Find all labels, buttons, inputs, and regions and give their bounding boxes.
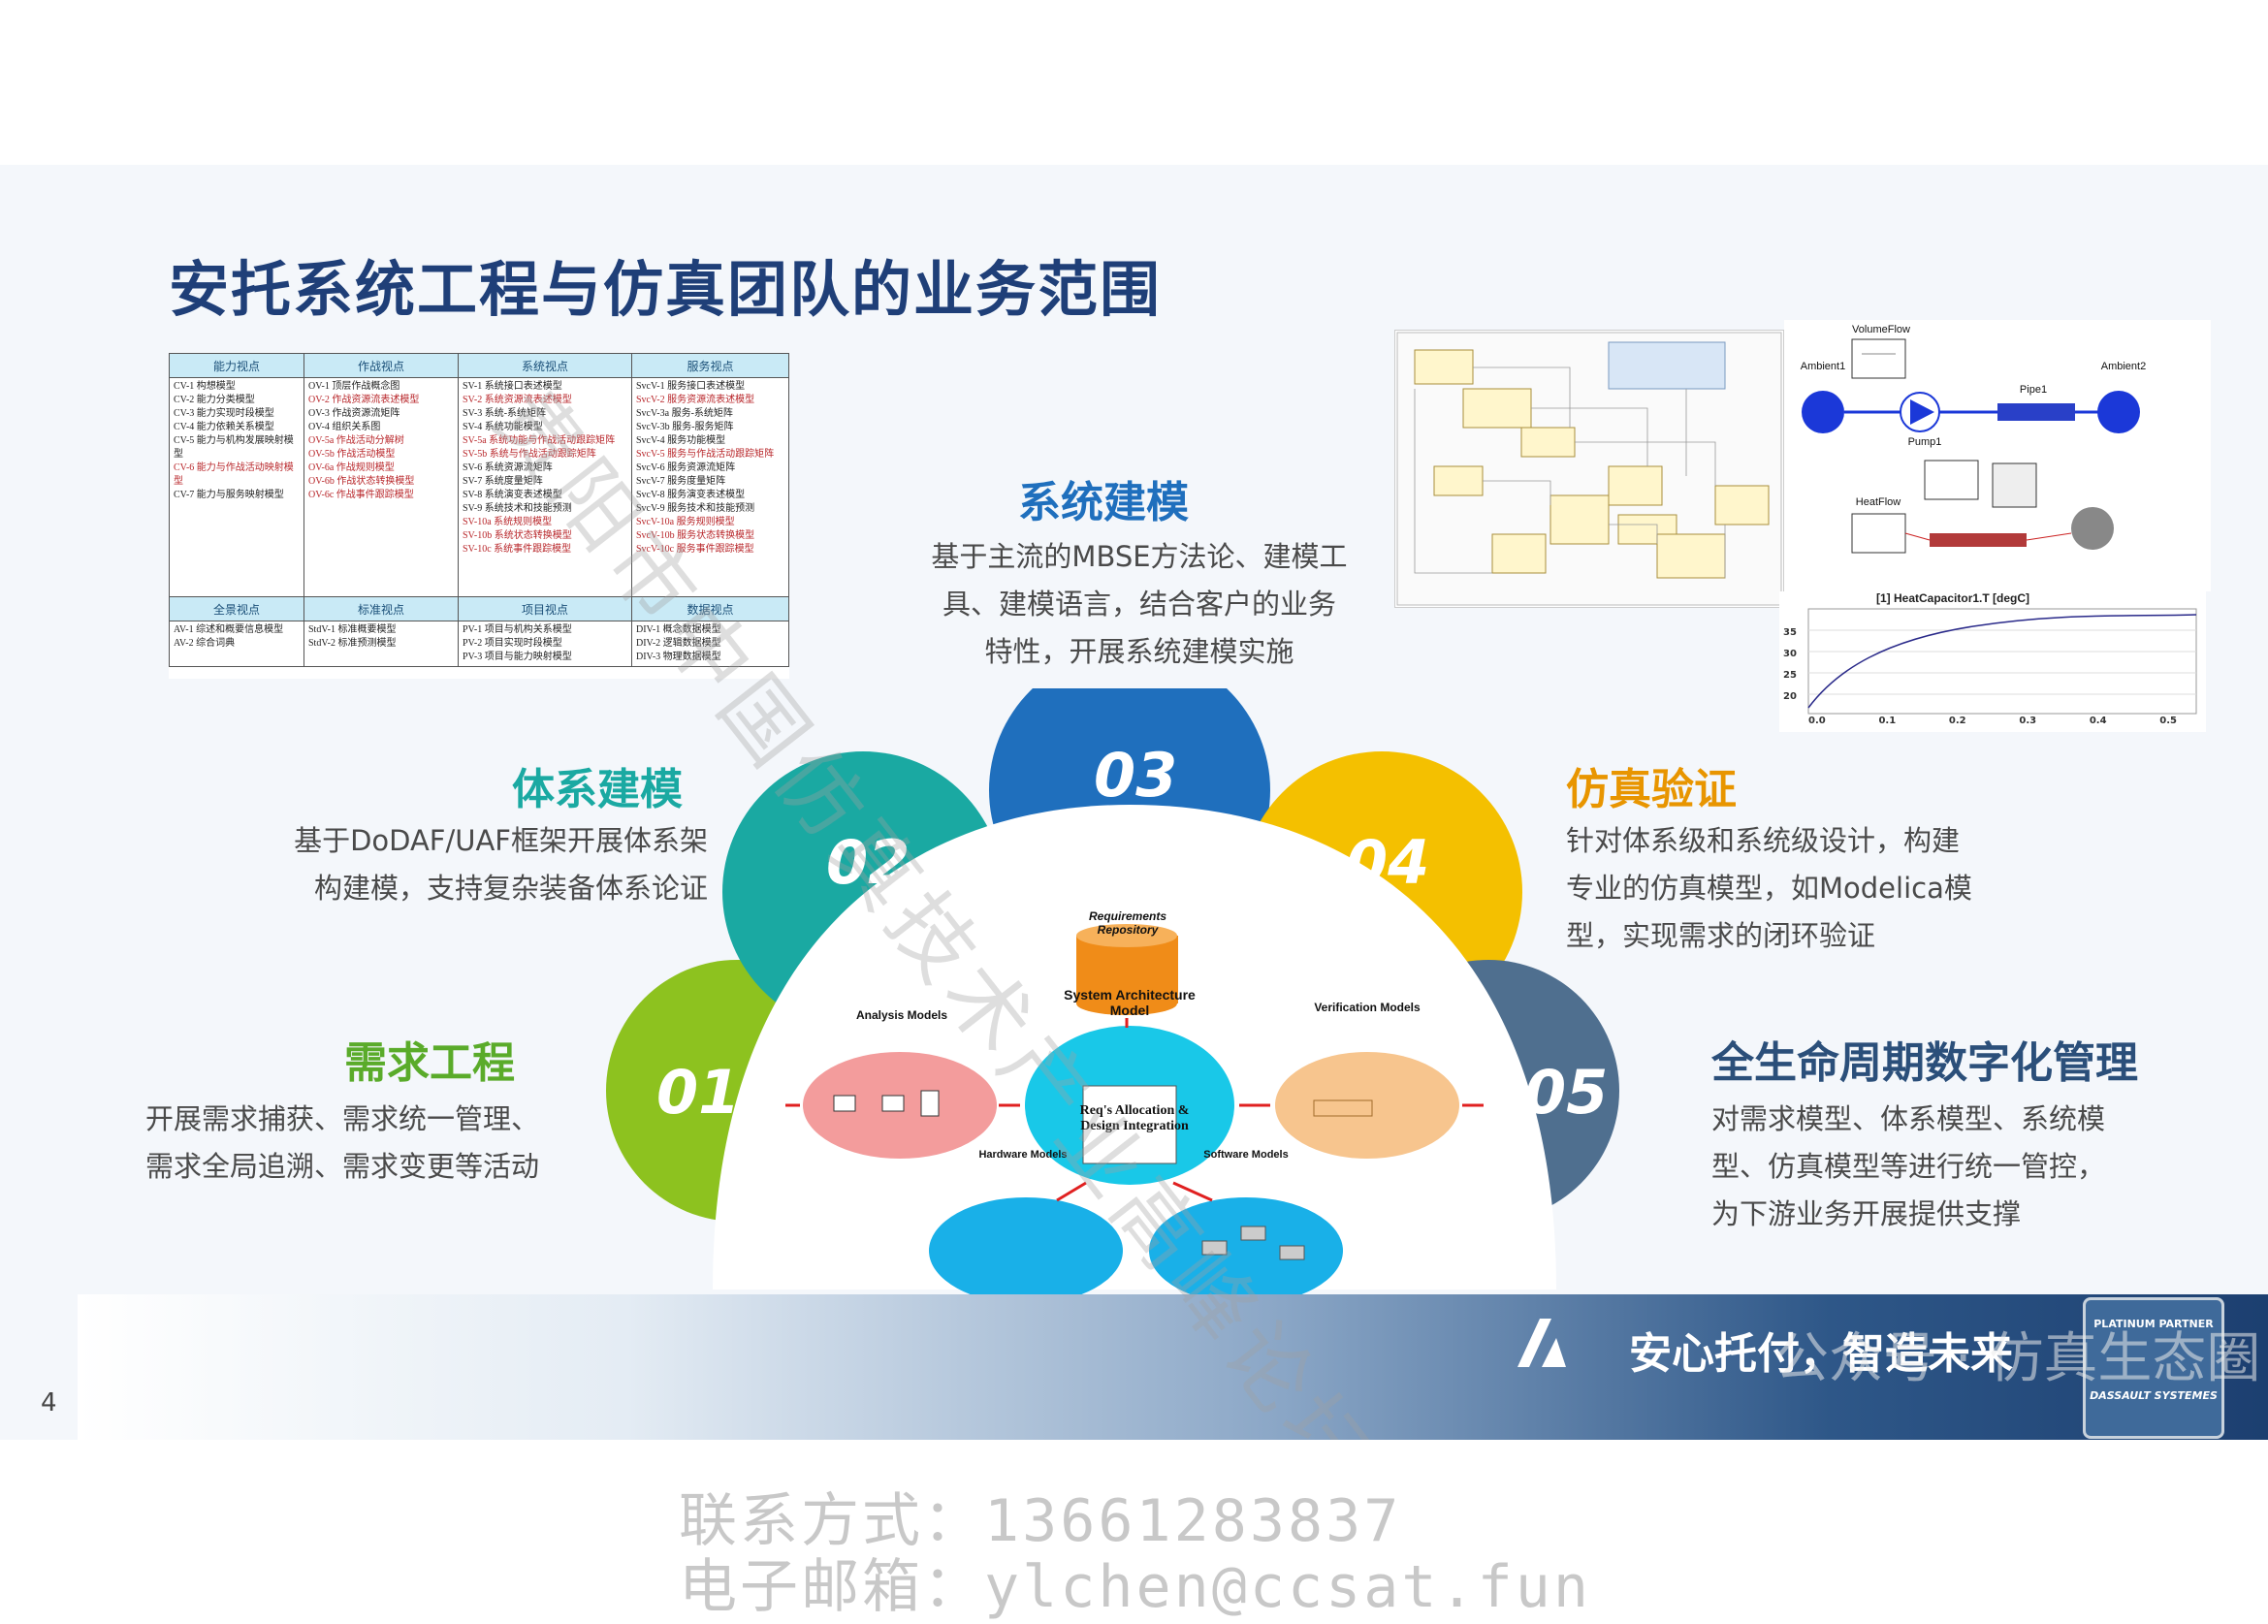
label-pipe: Pipe1 bbox=[2019, 384, 2048, 396]
section-04-title: 仿真验证 bbox=[1566, 765, 1737, 814]
label-pump: Pump1 bbox=[1907, 436, 1942, 448]
modelica-model-image: Ambient1 Ambient2 VolumeFlow Pump1 Pipe1… bbox=[1784, 320, 2211, 591]
section-05-desc: 对需求模型、体系模型、系统模型、仿真模型等进行统一管控，为下游业务开展提供支撑 bbox=[1711, 1102, 2106, 1230]
plot-title: [1] HeatCapacitor1.T [degC] bbox=[1876, 591, 2030, 605]
section-05-title: 全生命周期数字化管理 bbox=[1711, 1038, 2138, 1088]
caption-hardware-models: Hardware Models bbox=[978, 1149, 1068, 1161]
section-02-desc: 基于DoDAF/UAF框架开展体系架构建模，支持复杂装备体系论证 bbox=[294, 824, 708, 905]
caption-analysis-models: Analysis Models bbox=[855, 1008, 948, 1022]
sysml-diagram-image bbox=[1394, 330, 1784, 608]
label-ambient1: Ambient1 bbox=[1800, 361, 1846, 372]
section-01-desc: 开展需求捕获、需求统一管理、需求全局追溯、需求变更等活动 bbox=[145, 1102, 540, 1183]
petal-01-number: 01 bbox=[656, 1057, 741, 1128]
section-03-title: 系统建模 bbox=[1018, 478, 1189, 527]
petal-03-number: 03 bbox=[1094, 740, 1178, 811]
partner-badge: PLATINUM PARTNER DASSAULT SYSTEMES bbox=[2083, 1297, 2224, 1439]
section-04-desc: 针对体系级和系统级设计，构建专业的仿真模型，如Modelica模型，实现需求的闭… bbox=[1566, 824, 1972, 952]
modelica-model-graphic bbox=[1802, 338, 2140, 554]
footer-slogan: 安心托付，智造未来 bbox=[1629, 1329, 2013, 1379]
caption-software-models: Software Models bbox=[1203, 1149, 1289, 1161]
label-ambient2: Ambient2 bbox=[2100, 361, 2147, 372]
table-header: 全景视点 bbox=[169, 596, 304, 621]
petal-05-number: 05 bbox=[1524, 1057, 1609, 1128]
partner-badge-top: PLATINUM PARTNER bbox=[2093, 1318, 2214, 1330]
caption-verification-models: Verification Models bbox=[1314, 1001, 1421, 1014]
petal-diagram bbox=[606, 688, 1619, 1294]
page-title: 安托系统工程与仿真团队的业务范围 bbox=[169, 254, 1163, 325]
plot-graphic bbox=[1807, 608, 2197, 715]
contact-email: 电子邮箱：ylchen@ccsat.fun bbox=[679, 1553, 1591, 1621]
table-header: 作战视点 bbox=[303, 353, 459, 378]
table-header: 项目视点 bbox=[458, 596, 632, 621]
caption-requirements-repo: Requirements Repository bbox=[1088, 909, 1167, 937]
sysml-diagram-graphic bbox=[1396, 332, 1782, 606]
partner-badge-bottom: DASSAULT SYSTEMES bbox=[2090, 1389, 2218, 1402]
wechat-watermark: 公众号 · 仿真生态圈 bbox=[1774, 1327, 2261, 1390]
verification-model-ellipse bbox=[1275, 1052, 1459, 1159]
table-header: 系统视点 bbox=[458, 353, 632, 378]
table-header: 服务视点 bbox=[631, 353, 789, 378]
table-header: 能力视点 bbox=[169, 353, 304, 378]
software-model-ellipse bbox=[1149, 1197, 1343, 1294]
footer-band bbox=[78, 1294, 2268, 1440]
table-header: 标准视点 bbox=[303, 596, 459, 621]
contact-phone: 联系方式：13661283837 bbox=[679, 1487, 1402, 1555]
hardware-model-ellipse bbox=[929, 1197, 1123, 1294]
label-volumeflow: VolumeFlow bbox=[1852, 324, 1910, 335]
page-number: 4 bbox=[41, 1388, 57, 1417]
section-02-title: 体系建模 bbox=[512, 765, 683, 814]
petal-04-number: 04 bbox=[1346, 827, 1430, 898]
company-logo-icon bbox=[1513, 1314, 1571, 1372]
petal-02-number: 02 bbox=[826, 827, 910, 898]
table-header: 数据视点 bbox=[631, 596, 789, 621]
caption-allocation: Req's Allocation & Design Integration bbox=[1079, 1103, 1190, 1133]
label-heatflow: HeatFlow bbox=[1855, 496, 1901, 508]
section-03-desc: 基于主流的MBSE方法论、建模工具、建模语言，结合客户的业务特性，开展系统建模实… bbox=[931, 540, 1348, 668]
section-01-title: 需求工程 bbox=[344, 1038, 515, 1088]
caption-system-model: System Architecture Model bbox=[1064, 987, 1196, 1018]
slide: 安托系统工程与仿真团队的业务范围 能力视点 作战视点 系统视点 服务视点 CV-… bbox=[0, 165, 2268, 1440]
